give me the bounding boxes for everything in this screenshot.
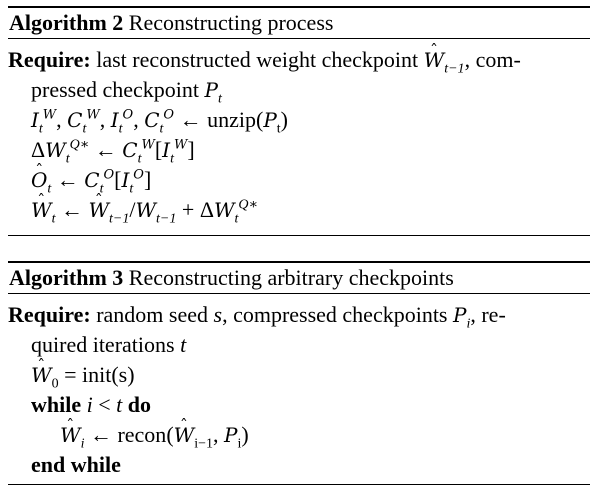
algo3-step-recon: Wi ← recon(Wi−1, Pi) (8, 411, 590, 451)
top-rule (8, 6, 590, 8)
algo2-step-w-hat: Wt ← Wt−1/Wt−1 + ΔWtQ∗ (8, 186, 590, 226)
require-line-1: Require: random seed s, compressed check… (8, 302, 506, 332)
top-rule (8, 261, 590, 263)
algorithm-3-block: Algorithm 3 Reconstructing arbitrary che… (8, 261, 590, 485)
algo3-step-while: while i < t do (31, 392, 152, 417)
algorithm-3-title: Reconstructing arbitrary checkpoints (128, 265, 454, 290)
recon-fn: recon (117, 422, 167, 447)
end-while-keyword: end while (31, 452, 121, 477)
require-line-2: pressed checkpoint Pt (31, 77, 222, 107)
algo2-step-o-hat: Ot ← CtO[ItO] (8, 156, 590, 196)
algo3-step-init: W0 = init(s) (8, 351, 590, 391)
caption-rule (8, 293, 590, 294)
algorithm-2-caption: Algorithm 2 Reconstructing process (8, 8, 590, 38)
bottom-rule (8, 484, 590, 485)
require-line-1: Require: last reconstructed weight check… (8, 36, 590, 76)
algorithm-2-block: Algorithm 2 Reconstructing process Requi… (8, 6, 590, 236)
algo2-step-delta: ΔWtQ∗ ← CtW[ItW] (31, 137, 195, 167)
math-w-hat: W (424, 36, 445, 75)
require-keyword: Require: (8, 302, 91, 327)
math-p: P (204, 78, 218, 102)
bottom-rule (8, 235, 590, 236)
init-fn: init(s) (81, 362, 135, 387)
algorithm-3-body: Require: random seed s, compressed check… (8, 294, 590, 480)
algorithm-2-label: Algorithm 2 (9, 10, 124, 35)
require-text-cont: , com- (464, 47, 521, 72)
require-text-2: pressed checkpoint (31, 77, 199, 102)
algo2-step-unzip: ItW, CtW, ItO, CtO ← unzip(Pt) (31, 107, 288, 137)
unzip-fn: unzip (207, 107, 256, 132)
require-text: last reconstructed weight checkpoint (96, 47, 419, 72)
algorithm-2-body: Require: last reconstructed weight check… (8, 36, 590, 226)
require-line-2: quired iterations t (31, 332, 187, 357)
do-keyword: do (127, 392, 152, 417)
algorithm-2-title: Reconstructing process (128, 10, 334, 35)
algorithm-3-label: Algorithm 3 (9, 265, 124, 290)
assign-arrow: ← (179, 107, 202, 132)
require-keyword: Require: (8, 47, 91, 72)
algorithm-3-caption: Algorithm 3 Reconstructing arbitrary che… (8, 263, 590, 293)
caption-rule (8, 38, 590, 39)
algo3-step-end-while: end while (8, 450, 590, 480)
